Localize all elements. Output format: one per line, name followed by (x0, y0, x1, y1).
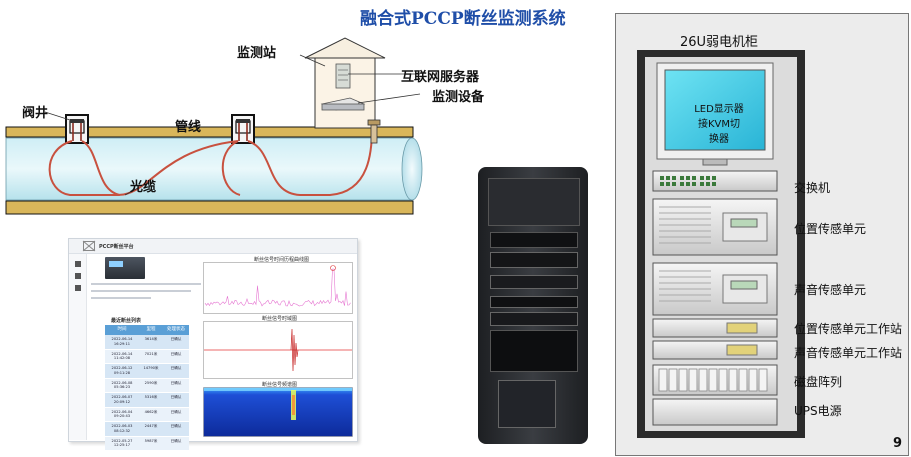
table-cell: 已确认 (170, 337, 182, 341)
rack-photo-top (488, 178, 580, 226)
platform-name: PCCP断丝平台 (99, 244, 134, 250)
probe (367, 119, 381, 126)
software-screenshot: PCCP断丝平台 最近断丝列表 时间 里程 处理状态 2022-06-14 16… (68, 238, 358, 451)
page-title: 融合式PCCP断丝监测系统 (360, 9, 566, 29)
table-row[interactable]: 2022-06-14 11:42:08 7021米 已确认 (105, 349, 189, 364)
label-monitoring-device: 监测设备 (432, 90, 485, 105)
rack-position-workstation (652, 318, 778, 338)
rack-photo-unit (490, 275, 578, 289)
table-row[interactable]: 2022-05-27 12:25:17 5987米 已确认 (105, 436, 189, 451)
pipe-end-cap (401, 137, 423, 201)
table-row[interactable]: 2022-06-12 09:11:28 14790米 已确认 (105, 364, 189, 379)
table-cell: 2022-06-07 20:09:12 (111, 395, 133, 404)
label-position-workstation: 位置传感单元工作站 (794, 322, 903, 336)
table-cell: 5987米 (144, 438, 158, 443)
table-row[interactable]: 2022-06-03 08:12:32 2447米 已确认 (105, 422, 189, 437)
device-screen (109, 261, 123, 267)
table-row[interactable]: 2022-06-07 20:09:12 5316米 已确认 (105, 393, 189, 408)
pipeline-diagram (5, 37, 423, 215)
table-row[interactable]: 2022-06-04 09:20:43 4662米 已确认 (105, 407, 189, 422)
chart1-title: 断丝信号时间历程曲线图 (254, 257, 310, 263)
chart-spectrum (203, 387, 353, 437)
table-cell: 5316米 (144, 395, 158, 399)
table-header: 时间 (117, 327, 127, 332)
rack-photo-unit (490, 252, 578, 268)
rack-diagram (637, 50, 805, 438)
table-cell: 已确认 (170, 395, 182, 399)
sidebar-item-3[interactable] (75, 285, 81, 291)
rack-ups (652, 398, 778, 426)
table-row[interactable]: 2022-06-08 05:36:23 2590米 已确认 (105, 378, 189, 393)
rack-photo-unit (490, 312, 578, 326)
table-title: 最近断丝列表 (111, 318, 142, 324)
label-sound-sensor: 声音传感单元 (794, 283, 867, 297)
table-row[interactable]: 2022-06-14 16:29:11 3614米 已确认 (105, 335, 189, 350)
rack-photo-ups (498, 380, 556, 428)
sidebar-item-2[interactable] (75, 273, 81, 279)
rack-photo-unit (490, 296, 578, 308)
chart3-title: 断丝信号频谱图 (262, 382, 298, 388)
table-cell: 已确认 (170, 366, 182, 370)
table-cell: 2022-06-03 08:12:32 (111, 424, 133, 433)
table-cell: 2022-06-12 09:11:28 (111, 366, 133, 375)
table-cell: 已确认 (170, 351, 182, 356)
table-cell: 2022-06-04 09:20:43 (111, 409, 133, 419)
table-cell: 已确认 (170, 409, 182, 414)
info-line (91, 290, 191, 292)
sidebar (69, 254, 87, 440)
table-cell: 已确认 (170, 424, 182, 428)
table-cell: 3614米 (144, 337, 158, 341)
label-switch: 交换机 (794, 181, 831, 195)
monitoring-station-building (304, 37, 386, 129)
table-cell: 已确认 (170, 438, 182, 443)
label-position-sensor: 位置传感单元 (794, 222, 867, 236)
table-cell: 2590米 (144, 380, 158, 385)
table-cell: 2022-06-08 05:36:23 (111, 380, 133, 390)
label-fiber-cable: 光缆 (130, 180, 157, 195)
ground-bottom (5, 200, 414, 215)
valve-well-1 (65, 114, 89, 144)
label-pipeline: 管线 (175, 120, 202, 135)
chart2-title: 断丝信号时域图 (262, 316, 298, 322)
label-sound-workstation: 声音传感单元工作站 (794, 346, 903, 360)
server-icon (335, 63, 351, 89)
table-header: 里程 (146, 327, 156, 332)
monitor-label: LED显示器 接KVM切换器 (694, 100, 744, 145)
label-valve-well: 阀井 (22, 106, 49, 121)
table-cell: 2022-05-27 12:25:17 (111, 438, 133, 448)
label-monitoring-station: 监测站 (237, 46, 277, 61)
table-cell: 14790米 (143, 366, 159, 370)
table-header-row: 时间 里程 处理状态 (105, 325, 189, 335)
chart-time-history (203, 262, 353, 314)
info-line (91, 283, 201, 285)
label-disk-array: 磁盘阵列 (794, 375, 843, 389)
table-cell: 2022-06-14 16:29:11 (111, 337, 133, 346)
rack-title: 26U弱电机柜 (680, 35, 759, 50)
info-line (91, 297, 151, 299)
rack-photo-unit (490, 330, 578, 372)
fiber-cable (48, 127, 373, 196)
table-cell: 7021米 (144, 351, 158, 356)
table-header: 处理状态 (167, 327, 185, 332)
logo-icon (82, 240, 96, 252)
rack-photo-unit (490, 232, 578, 248)
table-cell: 已确认 (170, 380, 182, 385)
monitor-label-line1: LED显示器 (694, 104, 744, 115)
table-cell: 2447米 (144, 424, 158, 428)
software-header (69, 239, 357, 254)
rack-sound-workstation (652, 340, 778, 360)
monitor-label-line2: 接KVM切换器 (697, 119, 741, 145)
sidebar-item-1[interactable] (75, 261, 81, 267)
valve-well-2 (231, 114, 255, 144)
ground-top (5, 126, 414, 138)
table-cell: 4662米 (144, 409, 158, 414)
table-cell: 2022-06-14 11:42:08 (111, 351, 133, 361)
page-number: 9 (893, 436, 903, 451)
label-ups: UPS电源 (794, 404, 842, 418)
chart-time-domain (203, 321, 353, 379)
rack-switch (652, 170, 778, 192)
label-internet-server: 互联网服务器 (401, 70, 480, 85)
